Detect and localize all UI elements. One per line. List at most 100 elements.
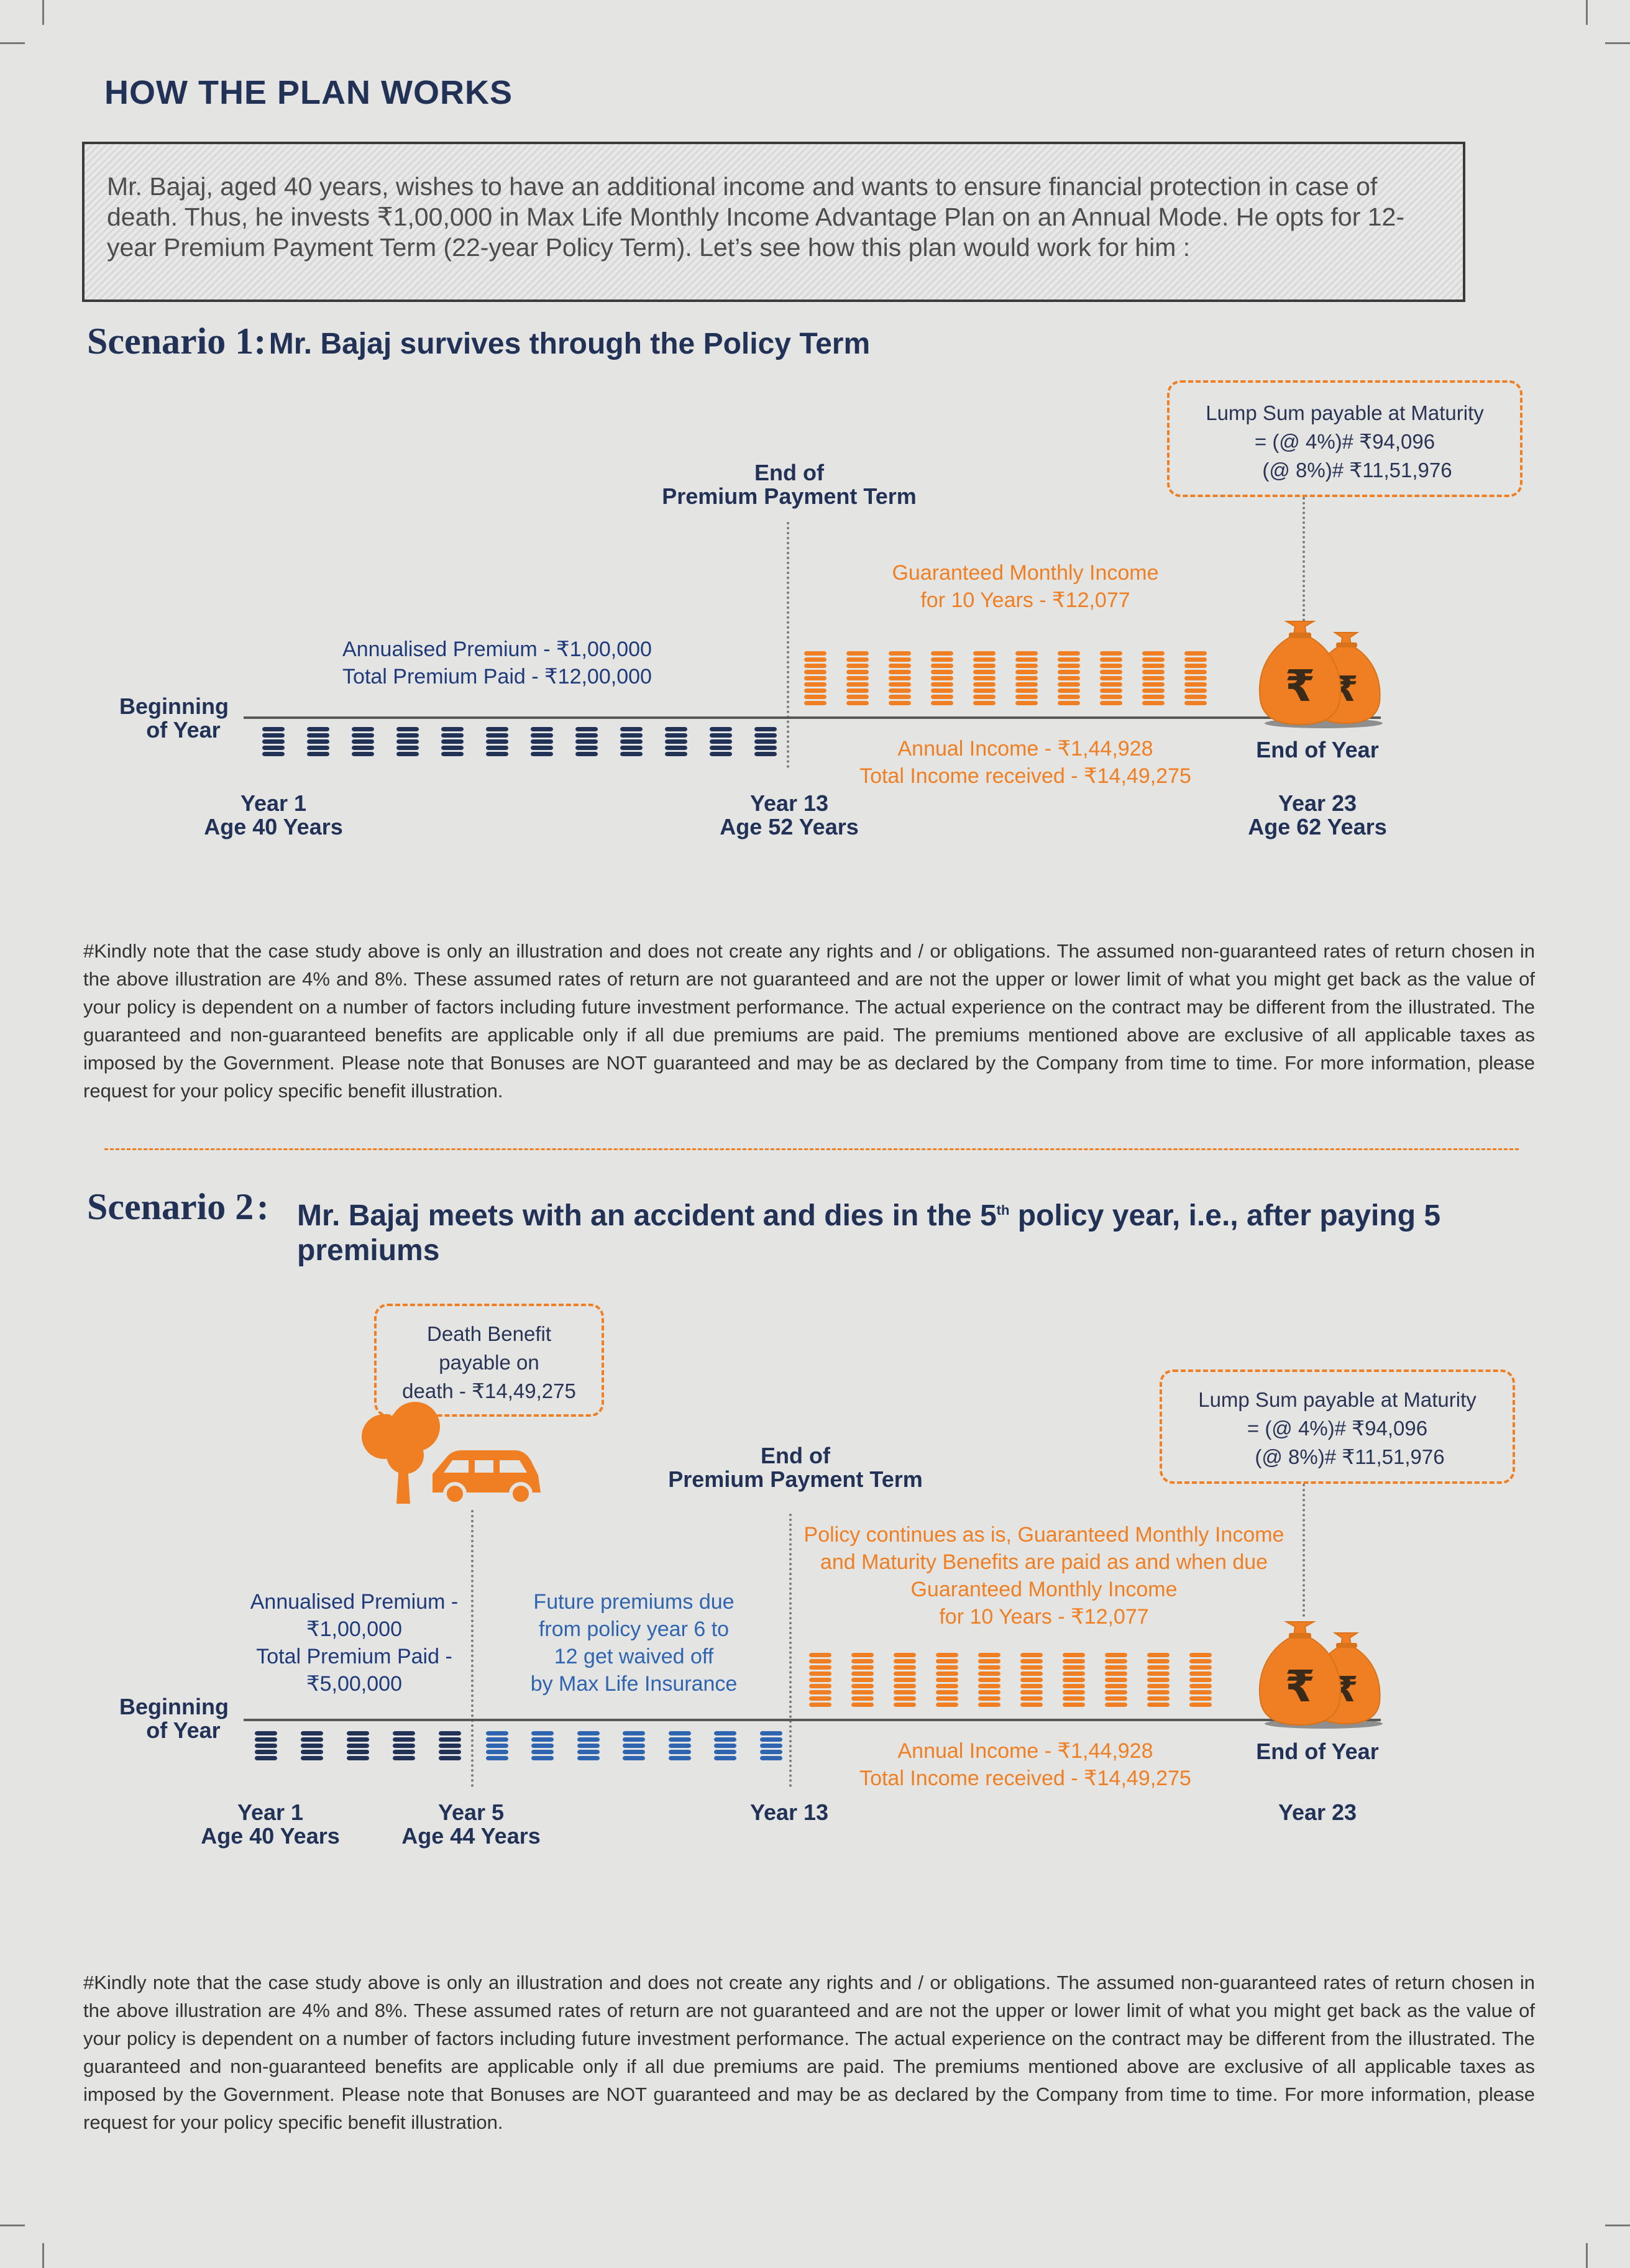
tick-age: Age 40 Years [201,1823,340,1849]
premium-coin-stack [255,1731,277,1760]
income-coin-stack [1020,1653,1043,1707]
premium-label-2: Annualised Premium - ₹1,00,000 Total Pre… [242,1588,466,1698]
lump-sum-line3: (@ 8%)# ₹11,51,976 [1255,1445,1445,1468]
end-ppt-label: End of Premium Payment Term [634,461,945,508]
income-coin-stack [1189,1653,1212,1707]
end-ppt-line1: End of [754,460,824,485]
guaranteed-income-label: Guaranteed Monthly Income for 10 Years -… [808,559,1243,614]
death-benefit-line3: death - ₹14,49,275 [402,1379,576,1402]
annual-income-line2: Total Income received - ₹14,49,275 [859,764,1191,788]
income-coin-row-2 [808,1650,1218,1712]
guaranteed-line2: for 10 Years - ₹12,077 [920,588,1130,612]
annual-income-line1: Annual Income - ₹1,44,928 [897,1739,1153,1763]
guaranteed-line1: Guaranteed Monthly Income [892,561,1159,585]
income-coin-stack [889,651,911,705]
maturity-connector-2 [1303,1484,1305,1617]
waived-coin-stack [531,1731,554,1760]
death-benefit-line1: Death Benefit [427,1322,551,1345]
premium-line3: Total Premium Paid - [256,1645,452,1668]
premium-coin-stack [665,727,687,756]
end-ppt-label-2: End of Premium Payment Term [640,1444,951,1491]
tick-year: Year 1 [237,1799,304,1825]
premium-coin-stack [486,727,508,756]
crop-mark [0,42,25,44]
crop-mark [1605,2225,1630,2226]
lump-sum-line2: = (@ 4%)# ₹94,096 [1247,1417,1428,1440]
crop-mark [42,2243,44,2268]
premium-coin-stack [531,727,553,756]
tick-year-23: Year 23 Age 62 Years [1224,792,1411,839]
page-title: HOW THE PLAN WORKS [104,74,513,111]
waived-coin-row [485,1731,783,1766]
end-ppt-line1: End of [761,1443,830,1468]
premium-line2: ₹1,00,000 [306,1617,402,1641]
income-coin-stack [931,651,953,705]
waived-line1: Future premiums due [533,1590,735,1614]
death-benefit-box: Death Benefit payable on death - ₹14,49,… [374,1304,604,1417]
continues-line1: Policy continues as is, Guaranteed Month… [804,1523,1284,1547]
premium-coin-stack [710,727,732,756]
income-coin-stack [1058,651,1080,705]
waived-coin-stack [486,1731,508,1760]
income-coin-stack [809,1653,831,1707]
waived-line3: 12 get waived off [554,1645,714,1668]
annual-income-label: Annual Income - ₹1,44,928 Total Income r… [808,735,1243,790]
income-coin-stack [1184,651,1207,705]
end-of-year-label: End of Year [1256,737,1379,762]
premium-coin-stack [754,727,777,756]
scenario1-heading: Scenario 1: Mr. Bajaj survives through t… [87,320,870,363]
premium-coin-stack [352,727,374,756]
timeline-axis [244,716,1381,719]
tick-year-5: Year 5 Age 44 Years [378,1801,564,1848]
lump-sum-line3: (@ 8%)# ₹11,51,976 [1262,459,1452,482]
tick-year: Year 23 [1278,790,1357,816]
maturity-connector [1303,497,1305,621]
scenario1-heading-text: Mr. Bajaj survives through the Policy Te… [268,327,871,360]
continues-line4: for 10 Years - ₹12,077 [939,1605,1149,1629]
waived-coin-stack [668,1731,691,1760]
scenario1-label: Scenario 1 [87,321,254,362]
intro-box: Mr. Bajaj, aged 40 years, wishes to have… [82,142,1465,302]
income-coin-stack [1063,1653,1085,1707]
continues-line3: Guaranteed Monthly Income [910,1578,1178,1601]
waived-line2: from policy year 6 to [538,1617,730,1641]
svg-text:₹: ₹ [1285,661,1316,711]
waived-coin-stack [714,1731,737,1760]
scenario2-heading-line2: premiums [297,1234,440,1267]
ppt-divider-2 [789,1514,792,1787]
ppt-divider [787,522,789,768]
scenario2-heading-rest: policy year, i.e., after paying 5 [1009,1199,1441,1232]
premium-coin-stack [441,727,464,756]
tick-age: Age 40 Years [204,814,343,839]
money-bags-icon-2: ₹ ₹ [1259,1621,1383,1729]
tick-year-13: Year 13 Age 52 Years [696,792,882,839]
timeline-axis-2 [244,1719,1381,1721]
scenario2-colon: : [256,1186,269,1227]
paid-coin-row [254,1731,465,1766]
tick-year-1: Year 1 Age 40 Years [180,792,367,839]
lump-sum-line1: Lump Sum payable at Maturity [1198,1388,1477,1411]
tick-year: Year 13 [749,790,829,816]
beginning-line2: of Year [146,717,221,743]
disclaimer-note-1: #Kindly note that the case study above i… [83,940,1535,1102]
intro-text: Mr. Bajaj, aged 40 years, wishes to have… [107,172,1405,262]
tick-age: Age 62 Years [1248,814,1387,839]
premium-coin-row [261,727,783,762]
scenario2-heading-text: Mr. Bajaj meets with an accident and die… [297,1193,1478,1268]
income-coin-stack [978,1653,1000,1707]
tick-year-23: Year 23 [1224,1801,1411,1824]
beginning-line2: of Year [146,1717,221,1743]
income-coin-stack [1142,651,1165,705]
crop-mark [42,0,44,25]
end-ppt-line2: Premium Payment Term [668,1466,923,1492]
income-coin-stack [936,1653,958,1707]
tick-age: Age 52 Years [720,814,859,839]
premium-line1: Annualised Premium - ₹1,00,000 [342,638,652,661]
tick-year: Year 23 [1278,1799,1357,1825]
income-coin-stack [1100,651,1122,705]
scenario2-label: Scenario 2 [87,1186,254,1227]
premium-coin-stack [262,727,285,756]
lump-sum-line2: = (@ 4%)# ₹94,096 [1254,430,1435,453]
premium-coin-stack [307,727,329,756]
income-coin-stack [851,1653,874,1707]
